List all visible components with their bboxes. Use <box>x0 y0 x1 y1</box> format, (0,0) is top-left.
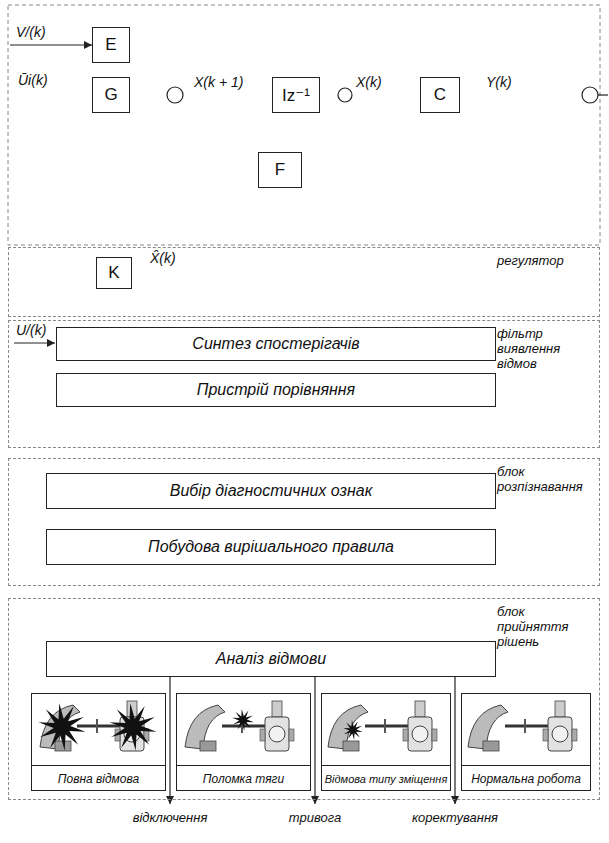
caption-strip: Поломка тяги <box>177 765 310 790</box>
output-wire <box>454 676 455 804</box>
delay-block: Iz⁻¹ <box>272 77 320 113</box>
state-label: Нормальна робота <box>471 772 581 786</box>
gain-block: K <box>96 257 132 289</box>
signal-label: X(k) <box>356 74 382 90</box>
actuator-picture <box>185 701 294 751</box>
caption-strip: Нормальна робота <box>462 765 590 790</box>
band-label: блок прийняття рішень <box>497 605 581 650</box>
branch-node <box>582 87 598 103</box>
state-picture: Поломка тяги <box>176 693 311 791</box>
output-wire <box>314 676 315 804</box>
box-label: Побудова вирішального правила <box>148 538 394 556</box>
process-box: Вибір діагностичних ознак <box>46 473 496 509</box>
band-label: фільтр виявлення відмов <box>497 327 581 372</box>
signal-label: U/(k) <box>16 322 46 338</box>
actuator-picture <box>328 701 437 751</box>
actuator-picture <box>468 701 577 751</box>
fault-star <box>110 703 157 751</box>
box-label: Iz⁻¹ <box>282 85 310 106</box>
process-box: Побудова вирішального правила <box>46 529 496 565</box>
fault-star <box>232 709 254 731</box>
matrix-block: C <box>420 77 460 113</box>
process-box: Пристрій порівняння <box>56 373 496 407</box>
state-picture: Відмова типу зміщення <box>321 693 451 791</box>
band-label: регулятор <box>497 254 581 269</box>
signal-label: V/(k) <box>16 24 46 40</box>
matrix-block: G <box>92 77 130 113</box>
band-label: блок розпізнавання <box>497 465 581 495</box>
decision-band: блок прийняття рішеньАналіз відмовиПовна… <box>8 598 600 800</box>
process-box: Аналіз відмови <box>46 641 496 677</box>
process-box: Синтез спостерігачів <box>56 327 496 361</box>
caption-strip: Відмова типу зміщення <box>322 765 450 790</box>
action-label: коректування <box>412 810 498 825</box>
state-picture: Нормальна робота <box>461 693 591 791</box>
box-label: E <box>105 35 116 55</box>
box-label: G <box>104 85 117 105</box>
matrix-block: F <box>258 152 302 188</box>
plant-region <box>8 5 600 245</box>
signal-label: Ūi(k) <box>18 72 48 88</box>
matrix-block: E <box>92 27 130 63</box>
input-wire <box>14 342 55 343</box>
state-picture: Повна відмова <box>31 693 166 791</box>
output-wire <box>169 676 170 804</box>
branch-node <box>338 88 352 102</box>
band-label: блок прийняття рішень <box>497 605 581 650</box>
signal-label: X(k + 1) <box>194 74 243 90</box>
box-label: Аналіз відмови <box>216 650 327 668</box>
box-label: F <box>275 160 285 180</box>
action-label: відключення <box>133 810 208 825</box>
box-label: C <box>434 85 446 105</box>
signal-label: X̂(k) <box>150 250 176 266</box>
action-label: тривога <box>289 810 341 825</box>
signal-label: Y(k) <box>486 74 512 90</box>
box-label: Пристрій порівняння <box>197 381 355 399</box>
summing-junction <box>167 87 183 103</box>
fault-star <box>343 720 363 740</box>
output-wire <box>598 94 608 95</box>
band-label: блок розпізнавання <box>497 465 581 495</box>
fault-star <box>39 703 86 751</box>
state-label: Відмова типу зміщення <box>325 773 448 785</box>
input-wire <box>10 44 92 45</box>
box-label: K <box>108 263 119 283</box>
box-label: Вибір діагностичних ознак <box>170 482 372 500</box>
box-label: Синтез спостерігачів <box>192 335 359 353</box>
recognition-band: блок розпізнаванняВибір діагностичних оз… <box>8 458 600 586</box>
regulator-band: регуляторK <box>8 247 600 317</box>
caption-strip: Повна відмова <box>32 765 165 790</box>
band-label: фільтр виявлення відмов <box>497 327 581 372</box>
filter-band: фільтр виявлення відмов Синтез спостеріга… <box>8 320 600 448</box>
state-label: Повна відмова <box>58 772 139 786</box>
state-label: Поломка тяги <box>203 772 284 786</box>
band-label: регулятор <box>497 254 581 269</box>
